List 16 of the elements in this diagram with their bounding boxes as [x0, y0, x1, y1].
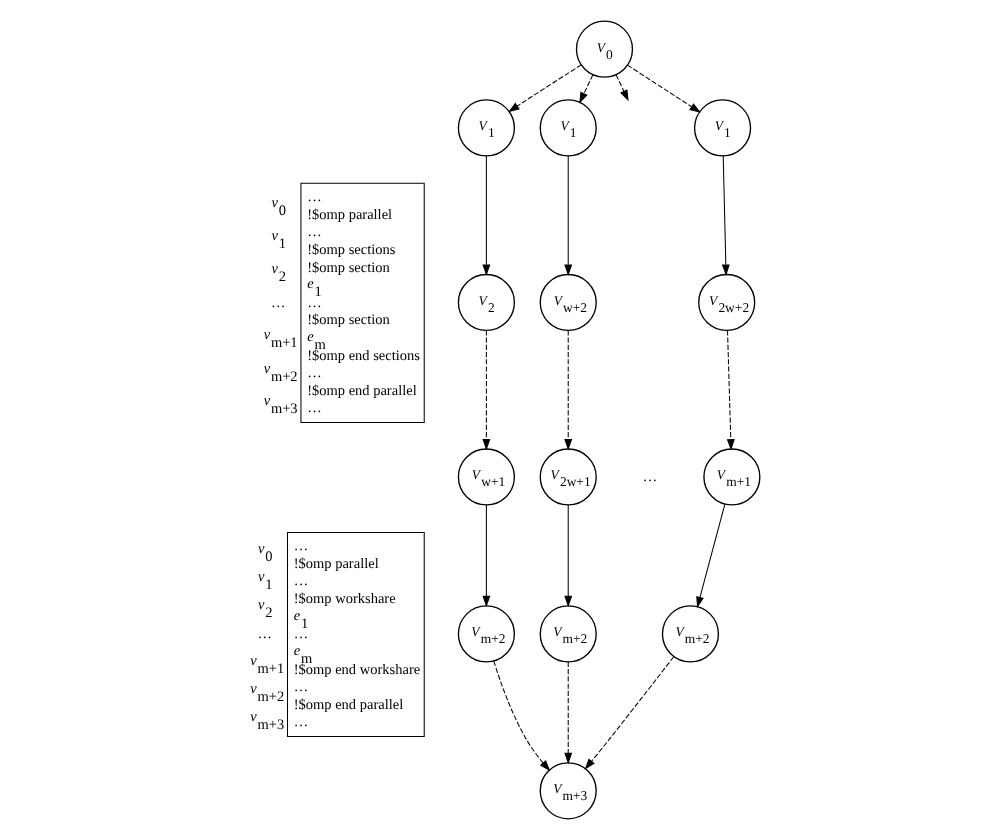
arrow — [563, 329, 572, 451]
arrow — [507, 64, 581, 113]
arrow — [583, 656, 674, 770]
arrow — [563, 155, 572, 276]
arrow — [695, 503, 725, 608]
arrow — [481, 329, 490, 451]
arrow — [626, 64, 700, 113]
arrow — [578, 74, 593, 104]
arrow — [563, 661, 572, 765]
arrow — [563, 504, 572, 608]
arrow — [725, 329, 734, 451]
arrow — [492, 660, 550, 772]
arrow — [481, 155, 490, 276]
arrow — [614, 74, 628, 102]
arrow — [720, 155, 729, 276]
arrow — [481, 504, 490, 608]
